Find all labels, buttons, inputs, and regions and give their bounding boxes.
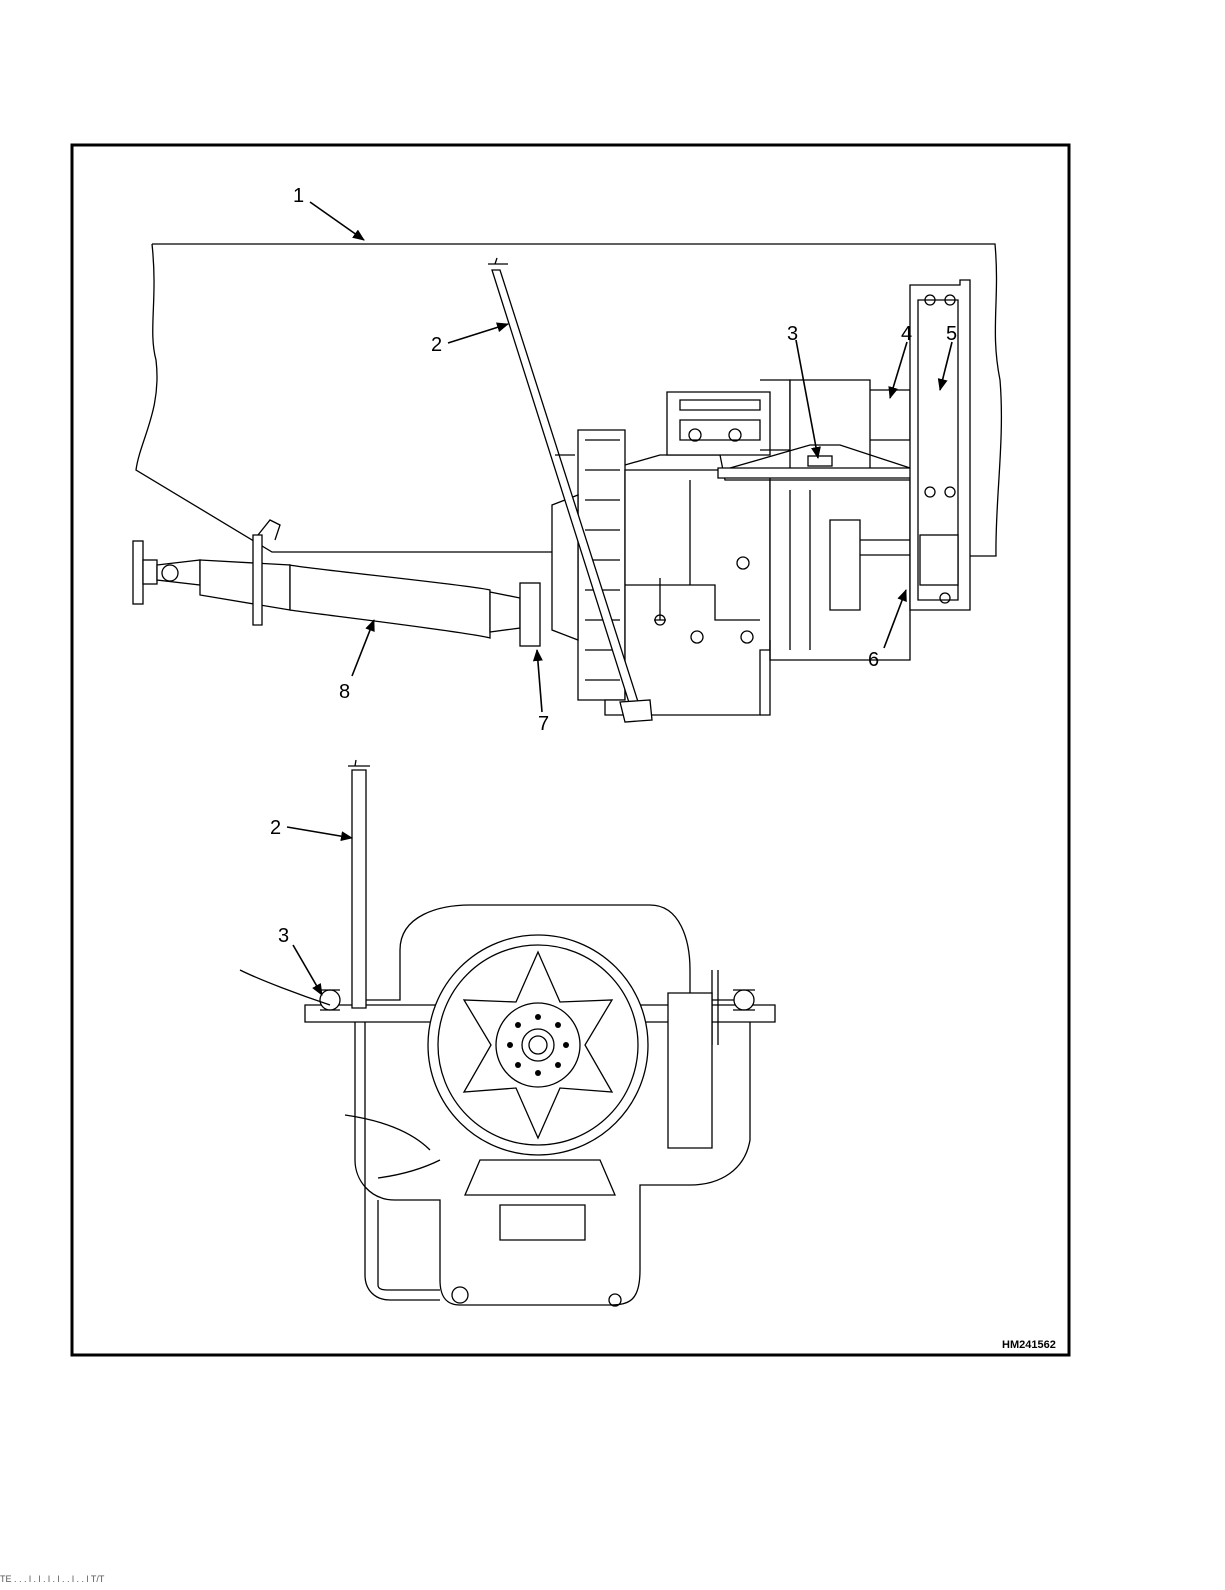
leader-8 <box>352 620 374 676</box>
callout-6: 6 <box>868 649 879 671</box>
figure-id: HM241562 <box>1002 1339 1056 1351</box>
leader-2a <box>448 324 508 343</box>
driveshaft <box>133 520 540 646</box>
callout-3-side: 3 <box>787 323 798 345</box>
callout-2-end: 2 <box>270 817 281 839</box>
leader-7 <box>537 650 542 712</box>
footer-text: TE . . . l . l . l . l . . l . . l T/T <box>0 1574 105 1584</box>
callout-8: 8 <box>339 681 350 703</box>
callout-7: 7 <box>538 713 549 735</box>
leader-2b <box>287 827 352 838</box>
callout-5: 5 <box>946 323 957 345</box>
callout-2-side: 2 <box>431 334 442 356</box>
callout-3-end: 3 <box>278 925 289 947</box>
callout-4: 4 <box>901 323 912 345</box>
callout-1: 1 <box>293 185 304 207</box>
leader-3b <box>293 945 322 995</box>
leader-1 <box>310 202 364 240</box>
end-view <box>240 760 775 1306</box>
